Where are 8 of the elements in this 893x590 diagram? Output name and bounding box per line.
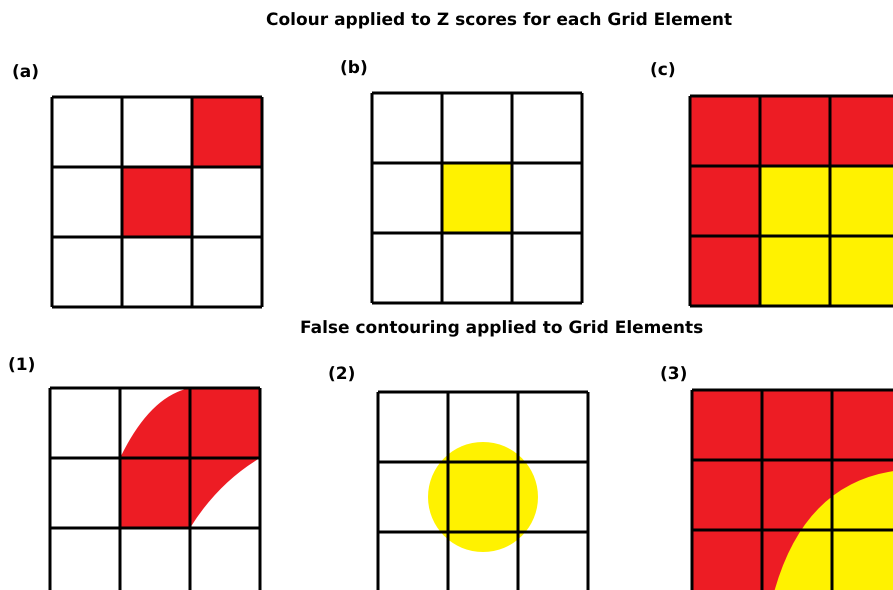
panel-label: (3) (660, 364, 688, 384)
panel-label: (1) (8, 355, 36, 375)
panel-label: (b) (340, 58, 368, 78)
panel-label: (c) (650, 60, 676, 80)
panel-label: (2) (328, 364, 356, 384)
heading: False contouring applied to Grid Elements (300, 318, 704, 338)
heading: Colour applied to Z scores for each Grid Element (266, 10, 732, 30)
panel-label: (a) (12, 62, 40, 82)
